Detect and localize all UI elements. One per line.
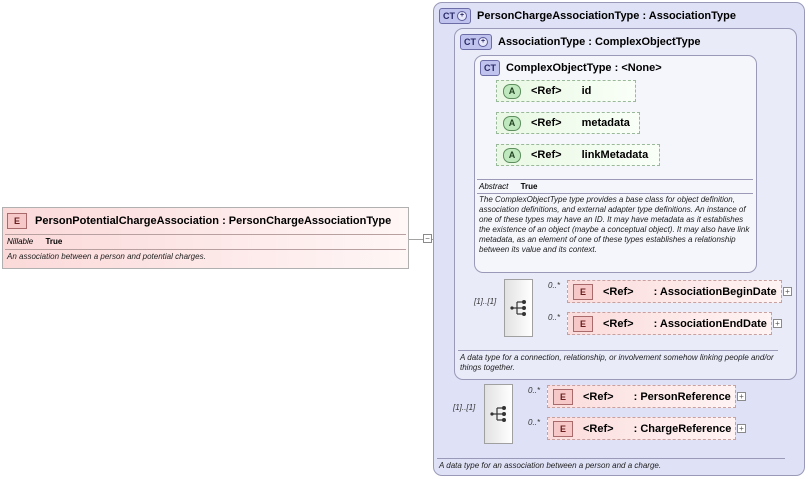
mid-sequence-occurrence: [1]..[1] [474, 297, 497, 306]
element-person-reference[interactable]: E <Ref> : PersonReference [547, 385, 736, 408]
outer-type-description: A data type for an association between a… [439, 461, 662, 470]
element-occurrence: 0..* [548, 313, 561, 322]
abstract-value: True [520, 182, 538, 191]
nillable-value: True [45, 237, 63, 246]
complex-type-icon: CT [480, 60, 500, 76]
mid-type-name: AssociationType [498, 36, 586, 48]
element-name: AssociationEndDate [659, 317, 767, 330]
expand-icon[interactable]: + [737, 424, 746, 433]
collapse-icon[interactable]: − [423, 234, 432, 243]
attribute-name: linkMetadata [581, 149, 649, 161]
element-occurrence: 0..* [528, 386, 541, 395]
inner-type-base: <None> [621, 62, 662, 74]
mid-type-description: A data type for a connection, relationsh… [460, 353, 774, 372]
outer-sequence-occurrence: [1]..[1] [453, 403, 476, 412]
complex-type-icon: CT+ [460, 34, 492, 50]
outer-type-base: AssociationType [648, 10, 736, 22]
outer-sequence[interactable] [484, 384, 513, 444]
attribute-icon: A [503, 83, 521, 99]
element-name: AssociationBeginDate [659, 285, 777, 298]
element-occurrence: 0..* [528, 418, 541, 427]
nillable-label: Nillable [7, 237, 34, 246]
sequence-icon [509, 300, 526, 316]
attribute-metadata[interactable]: A <Ref> metadata [496, 112, 640, 134]
element-icon: E [7, 213, 27, 229]
element-icon: E [573, 315, 593, 332]
element-association-begin-date[interactable]: E <Ref> : AssociationBeginDate [567, 280, 782, 303]
sequence-icon [489, 406, 506, 422]
expand-icon[interactable]: + [737, 392, 746, 401]
element-icon: E [553, 420, 573, 437]
element-occurrence: 0..* [548, 281, 561, 290]
element-name: PersonReference [640, 390, 731, 403]
element-icon: E [553, 388, 573, 405]
attribute-icon: A [503, 115, 521, 131]
root-element-description: An association between a person and pote… [7, 252, 206, 261]
expand-icon[interactable]: + [773, 319, 782, 328]
mid-type-base: ComplexObjectType [595, 36, 701, 48]
attribute-name: metadata [581, 117, 630, 129]
root-element-name: PersonPotentialChargeAssociation [35, 215, 219, 227]
abstract-label: Abstract [479, 182, 509, 191]
attribute-name: id [581, 85, 592, 97]
element-icon: E [573, 283, 593, 300]
expand-icon[interactable]: + [783, 287, 792, 296]
element-association-end-date[interactable]: E <Ref> : AssociationEndDate [567, 312, 772, 335]
attribute-id[interactable]: A <Ref> id [496, 80, 636, 102]
mid-sequence[interactable] [504, 279, 533, 337]
inner-type-name: ComplexObjectType [506, 62, 612, 74]
attribute-linkmetadata[interactable]: A <Ref> linkMetadata [496, 144, 660, 166]
complex-type-icon: CT+ [439, 8, 471, 24]
root-element-type: PersonChargeAssociationType [228, 215, 392, 227]
root-element-box[interactable]: E PersonPotentialChargeAssociation : Per… [2, 207, 409, 269]
element-charge-reference[interactable]: E <Ref> : ChargeReference [547, 417, 736, 440]
attribute-icon: A [503, 147, 521, 163]
outer-type-name: PersonChargeAssociationType [477, 10, 640, 22]
inner-type-description: The ComplexObjectType type provides a ba… [479, 195, 750, 254]
element-name: ChargeReference [640, 422, 732, 435]
